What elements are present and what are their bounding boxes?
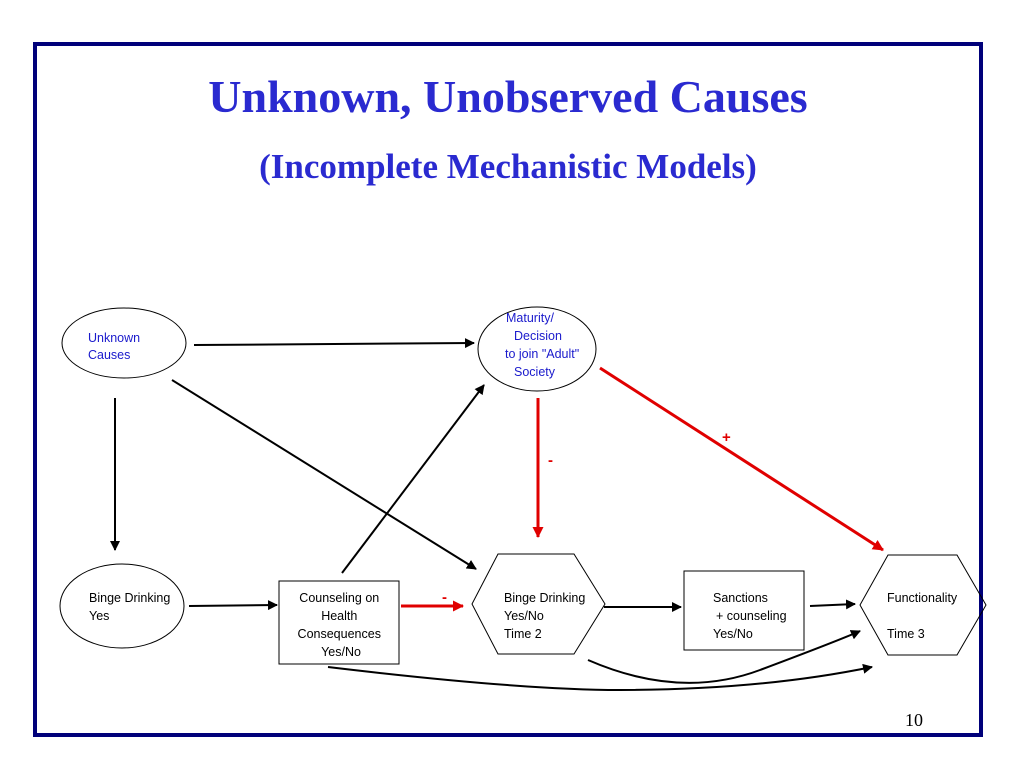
node-binge-t2-shape <box>471 553 606 655</box>
node-unknown-causes-label: Unknown Causes <box>88 331 144 362</box>
node-binge-t2-label: Binge Drinking Yes/No Time 2 <box>504 591 589 641</box>
sign-counseling-to-binge-t2: - <box>442 589 447 606</box>
slide-subtitle: (Incomplete Mechanistic Models) <box>259 147 757 186</box>
arrow-binge-t2-to-functionality <box>587 630 861 684</box>
sign-maturity-to-binge-t2: - <box>548 452 553 469</box>
node-sanctions-label: Sanctions + counseling Yes/No <box>713 591 790 641</box>
node-unknown-causes-shape <box>61 307 187 379</box>
sign-maturity-to-functionality: + <box>722 429 731 446</box>
node-functionality-label: Functionality Time 3 <box>887 591 961 641</box>
page-number: 10 <box>905 710 923 730</box>
arrow-unknown-to-maturity <box>193 338 475 349</box>
arrow-counseling-to-functionality <box>327 663 873 692</box>
slide-title: Unknown, Unobserved Causes <box>208 71 808 122</box>
arrow-sanctions-to-functionality <box>809 599 856 610</box>
arrow-counseling-to-maturity <box>341 384 485 574</box>
arrow-binge-yes-to-counseling <box>188 600 278 611</box>
node-binge-yes-shape <box>59 563 185 649</box>
arrow-unknown-to-binge-t2 <box>171 379 477 570</box>
node-binge-yes-label: Binge Drinking Yes <box>89 591 174 623</box>
node-counseling-shape <box>278 580 400 665</box>
node-sanctions-shape <box>683 570 805 651</box>
node-counseling-label: Counseling on Health Consequences Yes/No <box>298 591 385 659</box>
node-functionality-shape <box>859 554 987 656</box>
node-maturity-shape <box>477 306 597 392</box>
node-maturity-label: Maturity/ Decision to join "Adult" Socie… <box>505 311 583 379</box>
arrow-maturity-to-functionality <box>599 366 884 552</box>
slide-border <box>33 42 983 737</box>
